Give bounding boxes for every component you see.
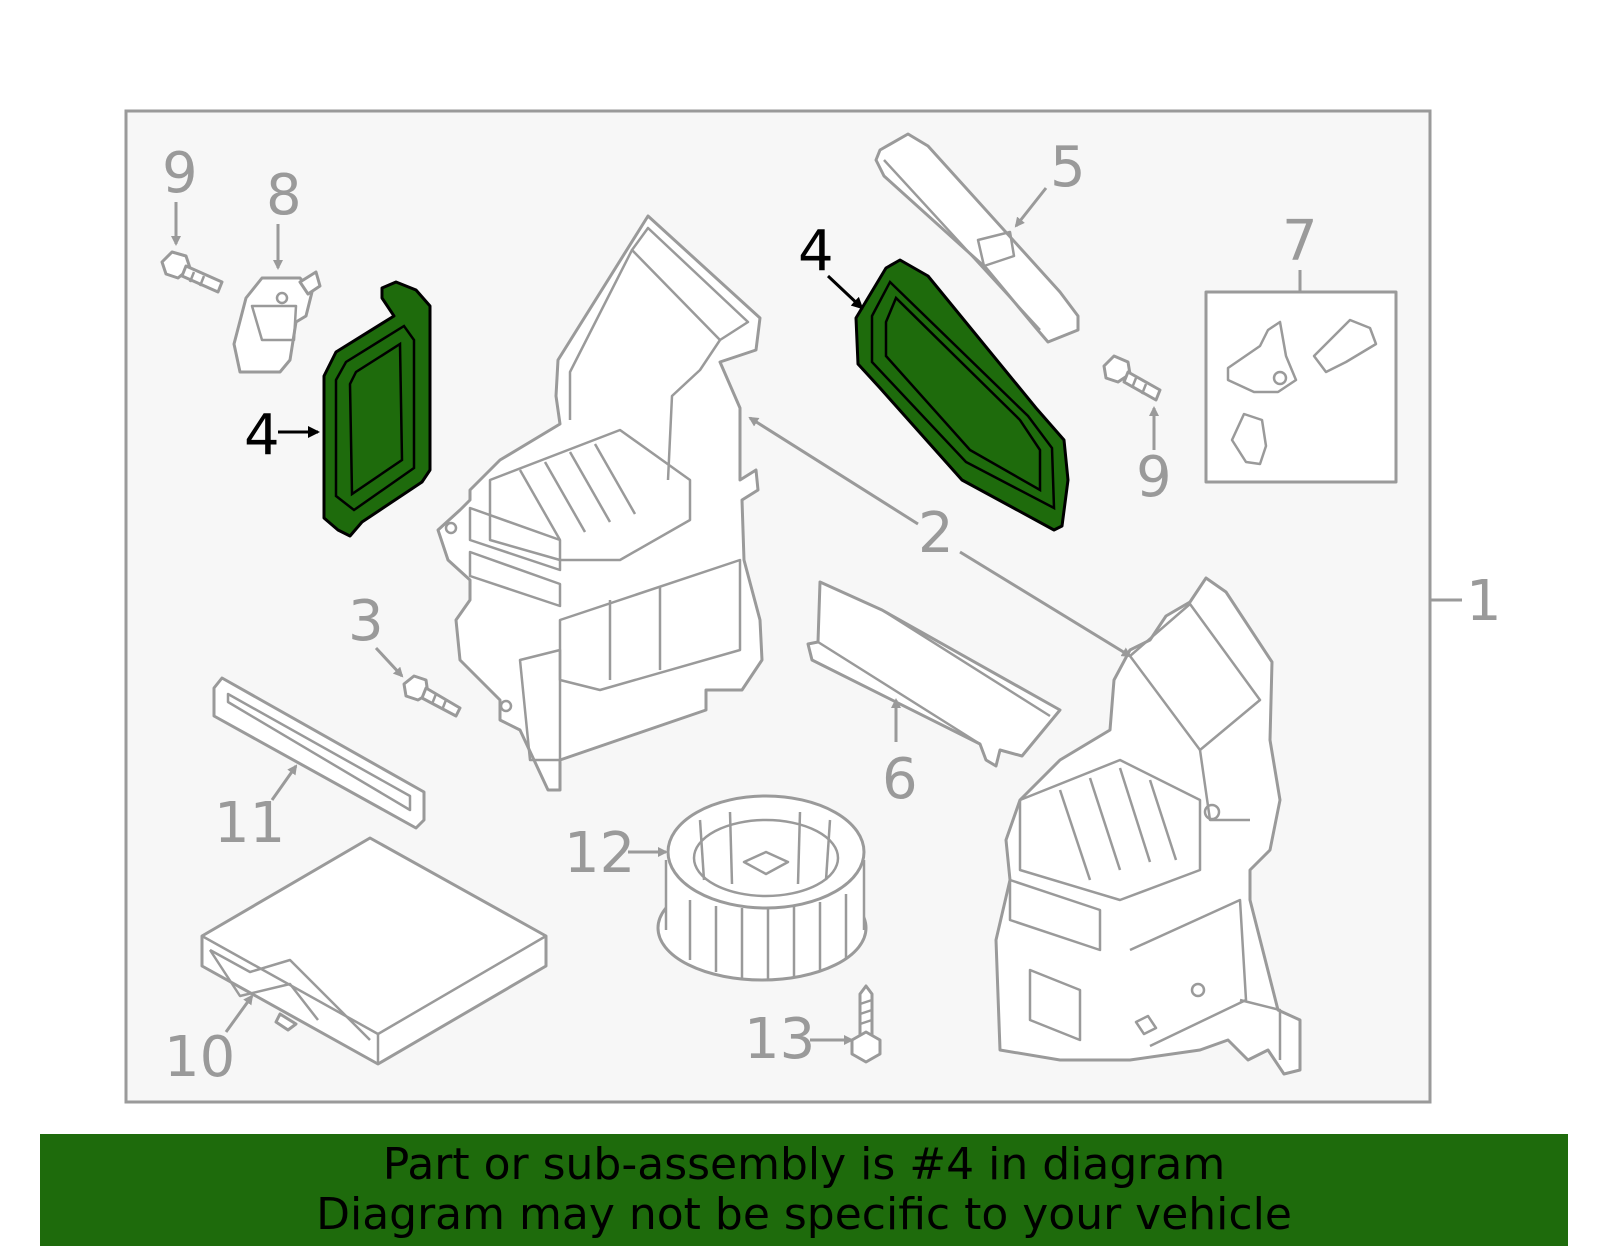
bolt-part-9-right [1102,354,1162,402]
callout-12: 12 [564,821,635,886]
callout-5: 5 [1050,135,1086,200]
actuator-part-8 [232,270,322,374]
heater-housing-part-2 [436,214,764,792]
callout-4-left: 4 [244,403,280,468]
callout-6: 6 [882,747,918,812]
info-banner: Part or sub-assembly is #4 in diagram Di… [40,1134,1568,1246]
trim-part-5 [874,132,1080,344]
callout-13: 13 [744,1007,815,1072]
bolt-part-13 [850,984,882,1064]
cabin-filter-part-10 [200,836,548,1066]
highlighted-part-4-left [322,280,432,538]
callout-8: 8 [266,163,302,228]
bolt-part-9-left [160,250,224,294]
screw-part-3 [402,674,462,718]
callout-4-right: 4 [798,219,834,284]
callout-2: 2 [918,501,954,566]
clip-set-part-7 [1204,290,1398,484]
callout-7: 7 [1282,209,1318,274]
filter-frame-part-11 [212,676,426,830]
callout-9-left: 9 [162,141,198,206]
banner-line-part-number: Part or sub-assembly is #4 in diagram [382,1139,1226,1190]
callout-10: 10 [164,1025,235,1090]
callout-9-right: 9 [1136,445,1172,510]
callout-1: 1 [1466,569,1502,634]
cover-panel-part-6 [806,580,1062,768]
blower-assembly-part-2 [994,576,1302,1076]
banner-line-disclaimer: Diagram may not be specific to your vehi… [316,1189,1292,1240]
highlighted-part-4-right [854,258,1070,532]
blower-wheel-part-12 [656,794,868,982]
callout-11: 11 [214,791,285,856]
callout-3: 3 [348,589,384,654]
